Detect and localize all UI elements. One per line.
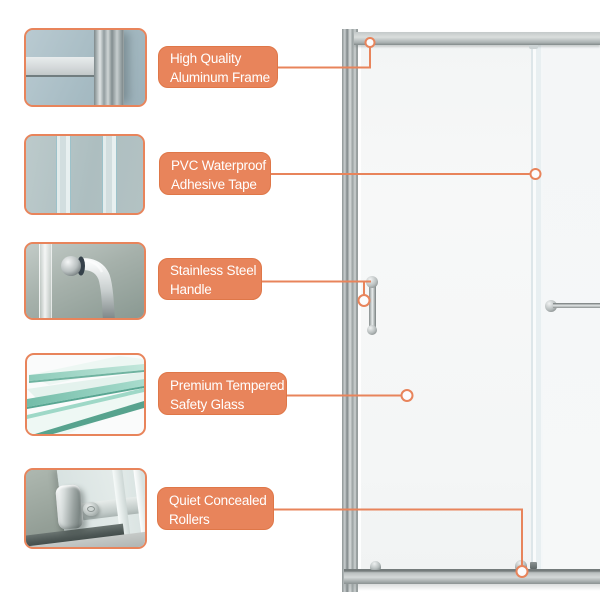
frame-photo-column — [93, 30, 124, 105]
glass-sheets-art — [27, 356, 144, 434]
roller-bracket — [55, 483, 84, 530]
label-aluminum-frame: High Quality Aluminum Frame — [158, 46, 278, 88]
label-line: Stainless Steel — [170, 263, 257, 278]
label-line: Quiet Concealed — [169, 492, 267, 508]
door-bottom-guide — [530, 562, 537, 569]
handle-flange — [61, 256, 81, 276]
thumbnail-safety-glass — [25, 353, 146, 436]
label-safety-glass: Premium Tempered Safety Glass — [158, 372, 287, 415]
roller-bolt-core — [87, 506, 96, 513]
door-handle-knob-bottom — [367, 325, 377, 335]
label-line: Premium Tempered — [170, 377, 285, 393]
door-handle — [369, 282, 376, 330]
tape-strip-right — [102, 136, 117, 213]
handle-photo-glass-edge — [39, 244, 52, 318]
thumbnail-aluminum-frame — [24, 28, 147, 107]
glass-sheet3-edge — [35, 401, 144, 434]
thumbnail-handle — [24, 242, 146, 320]
handle-tube — [70, 258, 115, 318]
towel-bar — [553, 303, 600, 308]
sliding-glass-panel — [358, 45, 531, 569]
label-line: High Quality — [170, 51, 242, 66]
door-left-frame-bar — [342, 29, 358, 592]
tape-photo-glass — [26, 136, 143, 213]
door-top-guide — [529, 45, 538, 49]
frame-photo-rail — [26, 57, 98, 78]
handle-photo-art — [61, 256, 115, 318]
glass-edge-highlight — [358, 45, 361, 569]
label-line: Adhesive Tape — [171, 176, 257, 192]
roller-right — [515, 560, 527, 570]
glass-sheet3-face — [27, 388, 144, 434]
glass-sheet3-topline — [27, 388, 144, 419]
label-adhesive-tape: PVC Waterproof Adhesive Tape — [159, 152, 271, 195]
label-rollers: Quiet Concealed Rollers — [157, 487, 274, 530]
tape-strip-left — [56, 136, 71, 213]
roller-left — [370, 561, 381, 570]
label-handle: Stainless Steel Handle — [158, 258, 262, 300]
label-line: Handle — [170, 282, 212, 297]
thumbnail-adhesive-tape — [24, 134, 145, 215]
roller-bolt — [83, 502, 100, 517]
label-line: PVC Waterproof — [171, 157, 266, 173]
thumbnail-rollers — [24, 468, 147, 549]
door-handle-knob-top — [366, 276, 378, 288]
glass-sheet1-edgeline — [29, 370, 144, 383]
label-line: Safety Glass — [170, 396, 245, 412]
door-rail-shadow — [344, 584, 600, 591]
label-line: Rollers — [169, 511, 210, 527]
door-top-rail — [354, 32, 600, 45]
door-bottom-rail — [344, 569, 600, 584]
glass-sheet2-face — [27, 372, 144, 399]
label-line: Aluminum Frame — [170, 70, 270, 85]
glass-sheet2-edge — [27, 379, 144, 407]
panel-seam — [531, 45, 543, 569]
glass-sheet1-edge — [29, 364, 144, 381]
glass-sheet2-edgeline — [27, 386, 144, 409]
